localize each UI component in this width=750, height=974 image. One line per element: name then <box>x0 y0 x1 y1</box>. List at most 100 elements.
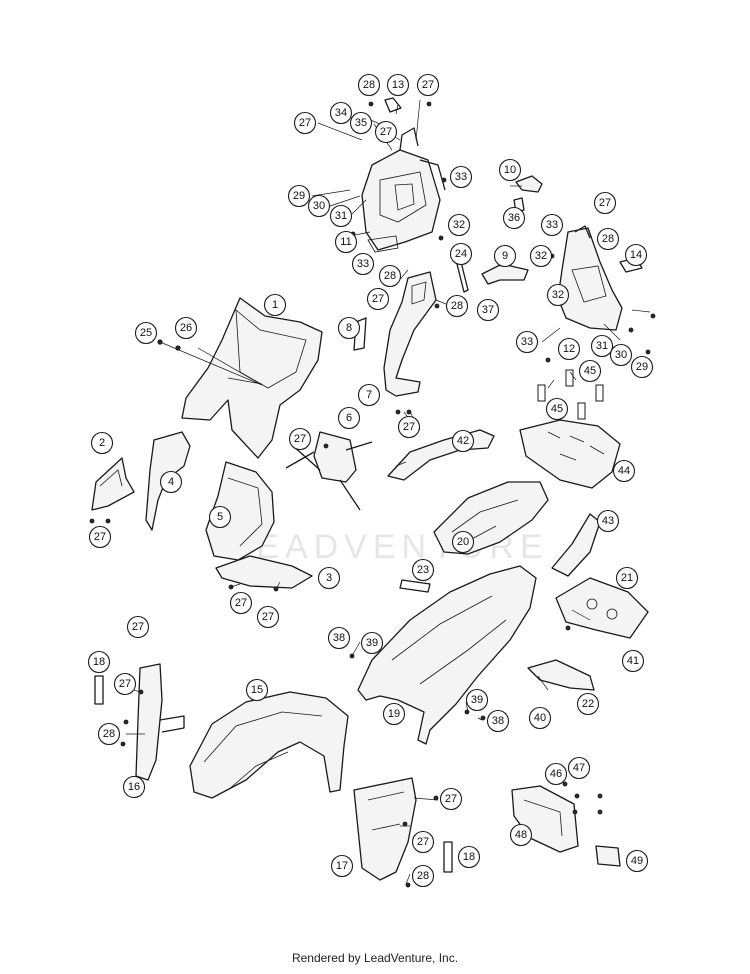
svg-text:48: 48 <box>515 829 527 841</box>
svg-text:24: 24 <box>455 248 467 260</box>
fork-guard-16 <box>135 663 185 781</box>
callout-46: 46 <box>544 762 568 786</box>
callout-38: 38 <box>327 626 351 650</box>
callout-30: 30 <box>307 194 331 218</box>
callout-27: 27 <box>411 830 435 854</box>
svg-text:32: 32 <box>453 219 465 231</box>
svg-text:29: 29 <box>293 190 305 202</box>
fasteners-25-26 <box>157 339 263 386</box>
callout-47: 47 <box>567 756 591 780</box>
callout-30: 30 <box>609 343 633 367</box>
svg-text:15: 15 <box>251 684 263 696</box>
svg-text:18: 18 <box>463 851 475 863</box>
svg-text:27: 27 <box>599 197 611 209</box>
svg-text:39: 39 <box>471 694 483 706</box>
callout-28: 28 <box>445 294 469 318</box>
callout-33: 33 <box>351 252 375 276</box>
headlight-mask-1 <box>181 297 323 459</box>
callout-16: 16 <box>122 775 146 799</box>
svg-text:27: 27 <box>380 126 392 138</box>
callout-27: 27 <box>366 287 390 311</box>
svg-text:38: 38 <box>333 632 345 644</box>
panel-3 <box>215 555 313 589</box>
reflector-18-right <box>443 841 453 873</box>
plate-light-49 <box>595 845 621 867</box>
svg-text:29: 29 <box>636 361 648 373</box>
svg-text:45: 45 <box>584 365 596 377</box>
svg-text:46: 46 <box>550 768 562 780</box>
reflector-18-left <box>94 675 104 705</box>
callout-17: 17 <box>330 854 354 878</box>
headlight-cover-2 <box>91 457 135 511</box>
svg-text:26: 26 <box>180 322 192 334</box>
bracket-8 <box>353 317 367 351</box>
svg-text:27: 27 <box>235 597 247 609</box>
svg-text:14: 14 <box>630 249 642 261</box>
tail-bracket-21 <box>555 577 649 639</box>
svg-text:40: 40 <box>534 712 546 724</box>
svg-text:36: 36 <box>508 212 520 224</box>
callout-43: 43 <box>596 509 620 533</box>
svg-text:27: 27 <box>299 117 311 129</box>
callout-45: 45 <box>545 397 569 421</box>
callout-10: 10 <box>498 158 522 182</box>
svg-text:32: 32 <box>535 250 547 262</box>
callout-42: 42 <box>451 429 475 453</box>
svg-text:42: 42 <box>457 435 469 447</box>
callout-4: 4 <box>159 470 183 494</box>
callout-31: 31 <box>590 334 614 358</box>
callout-38: 38 <box>486 709 510 733</box>
grab-handle-43 <box>551 513 601 577</box>
callout-11: 11 <box>334 230 358 254</box>
svg-text:32: 32 <box>552 289 564 301</box>
svg-text:31: 31 <box>596 340 608 352</box>
callout-27: 27 <box>229 591 253 615</box>
small-bracket-10 <box>515 175 543 193</box>
svg-text:25: 25 <box>140 327 152 339</box>
rear-fender-19 <box>357 565 537 745</box>
callout-41: 41 <box>621 649 645 673</box>
callout-29: 29 <box>287 184 311 208</box>
callout-12: 12 <box>557 337 581 361</box>
callout-15: 15 <box>245 678 269 702</box>
callout-7: 7 <box>357 383 381 407</box>
callout-23: 23 <box>411 558 435 582</box>
callout-34: 34 <box>329 101 353 125</box>
svg-text:2: 2 <box>99 437 105 449</box>
svg-text:28: 28 <box>384 270 396 282</box>
svg-text:33: 33 <box>455 171 467 183</box>
svg-text:37: 37 <box>482 304 494 316</box>
svg-text:41: 41 <box>627 655 639 667</box>
svg-text:30: 30 <box>313 200 325 212</box>
callout-18: 18 <box>457 845 481 869</box>
callout-27: 27 <box>293 111 317 135</box>
svg-text:11: 11 <box>340 236 351 248</box>
svg-text:33: 33 <box>521 336 533 348</box>
callout-27: 27 <box>439 787 463 811</box>
svg-text:6: 6 <box>346 412 352 424</box>
callout-31: 31 <box>329 204 353 228</box>
svg-text:28: 28 <box>417 870 429 882</box>
side-deflector-4 <box>145 431 191 531</box>
svg-text:27: 27 <box>403 421 415 433</box>
svg-text:27: 27 <box>262 611 274 623</box>
callout-28: 28 <box>596 227 620 251</box>
callout-28: 28 <box>97 722 121 746</box>
callout-21: 21 <box>615 566 639 590</box>
svg-text:27: 27 <box>132 621 144 633</box>
svg-text:30: 30 <box>615 349 627 361</box>
svg-text:27: 27 <box>94 531 106 543</box>
callout-3: 3 <box>317 566 341 590</box>
svg-text:4: 4 <box>168 476 174 488</box>
callout-33: 33 <box>515 330 539 354</box>
svg-text:49: 49 <box>631 855 643 867</box>
svg-text:16: 16 <box>128 781 140 793</box>
callout-14: 14 <box>624 243 648 267</box>
svg-text:27: 27 <box>119 678 131 690</box>
callout-22: 22 <box>576 692 600 716</box>
callout-33: 33 <box>449 165 473 189</box>
svg-text:12: 12 <box>563 343 575 355</box>
svg-text:22: 22 <box>582 698 594 710</box>
instrument-bracket-assembly <box>361 97 446 253</box>
